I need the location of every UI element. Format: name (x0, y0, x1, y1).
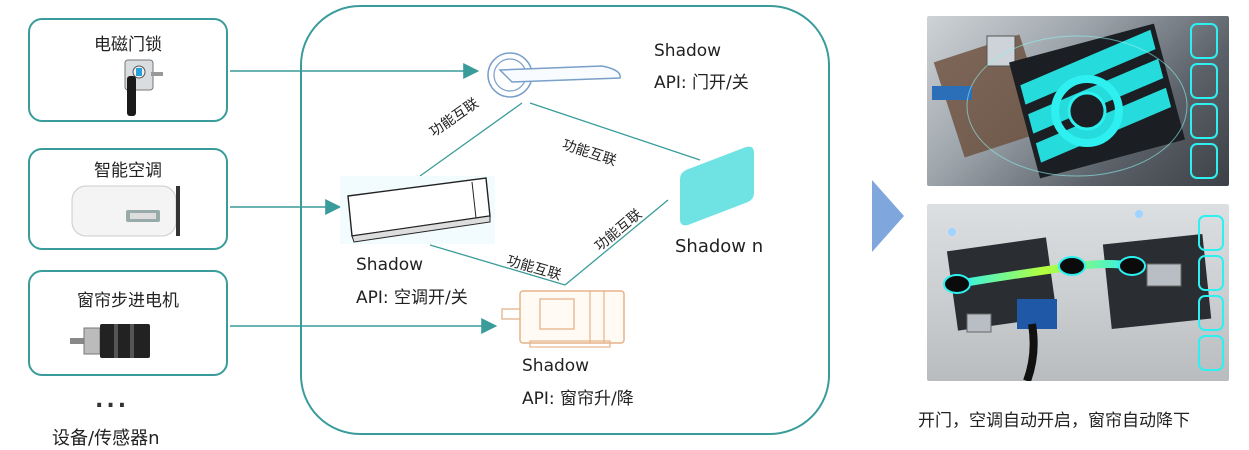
link-ac-curtain (429, 244, 566, 286)
ac-shadow-title: Shadow (356, 255, 424, 275)
ac-unit-icon (340, 176, 495, 244)
device-label-lock: 电磁门锁 (94, 35, 162, 55)
link-door-n (529, 102, 701, 161)
ar-board-photo-bottom (927, 204, 1229, 381)
curtain-shadow-api: API: 窗帘升/降 (522, 389, 634, 409)
device-card-lock: 电磁门锁 (28, 18, 228, 122)
motor-sketch-icon (501, 290, 625, 348)
door-shadow-title: Shadow (654, 41, 722, 61)
result-caption: 开门，空调自动开启，窗帘自动降下 (918, 411, 1190, 431)
ac-shadow-api: API: 空调开/关 (356, 288, 468, 308)
electromagnetic-lock-icon (124, 59, 163, 116)
door-shadow-api: API: 门开/关 (654, 73, 749, 93)
link-door-ac (419, 102, 523, 177)
stepper-motor-icon (70, 324, 150, 358)
ellipsis: ... (95, 388, 130, 413)
shadow-n-shape (680, 146, 754, 226)
result-arrow (872, 180, 904, 252)
device-card-ac: 智能空调 (28, 148, 228, 250)
device-card-motor: 窗帘步进电机 (28, 270, 228, 376)
shadow-container (300, 5, 830, 435)
ar-side-icons-bottom (1198, 215, 1224, 371)
curtain-shadow-title: Shadow (522, 356, 590, 376)
ar-board-photo-top (927, 16, 1229, 186)
link-curtain-n (564, 199, 669, 286)
shadow-n-label: Shadow n (675, 236, 764, 257)
door-handle-icon (487, 52, 621, 98)
device-label-motor: 窗帘步进电机 (77, 291, 179, 311)
device-label-ac: 智能空调 (94, 161, 162, 181)
ar-side-icons-top (1190, 23, 1218, 179)
air-conditioner-icon (71, 185, 180, 237)
more-devices-label: 设备/传感器n (52, 428, 160, 449)
